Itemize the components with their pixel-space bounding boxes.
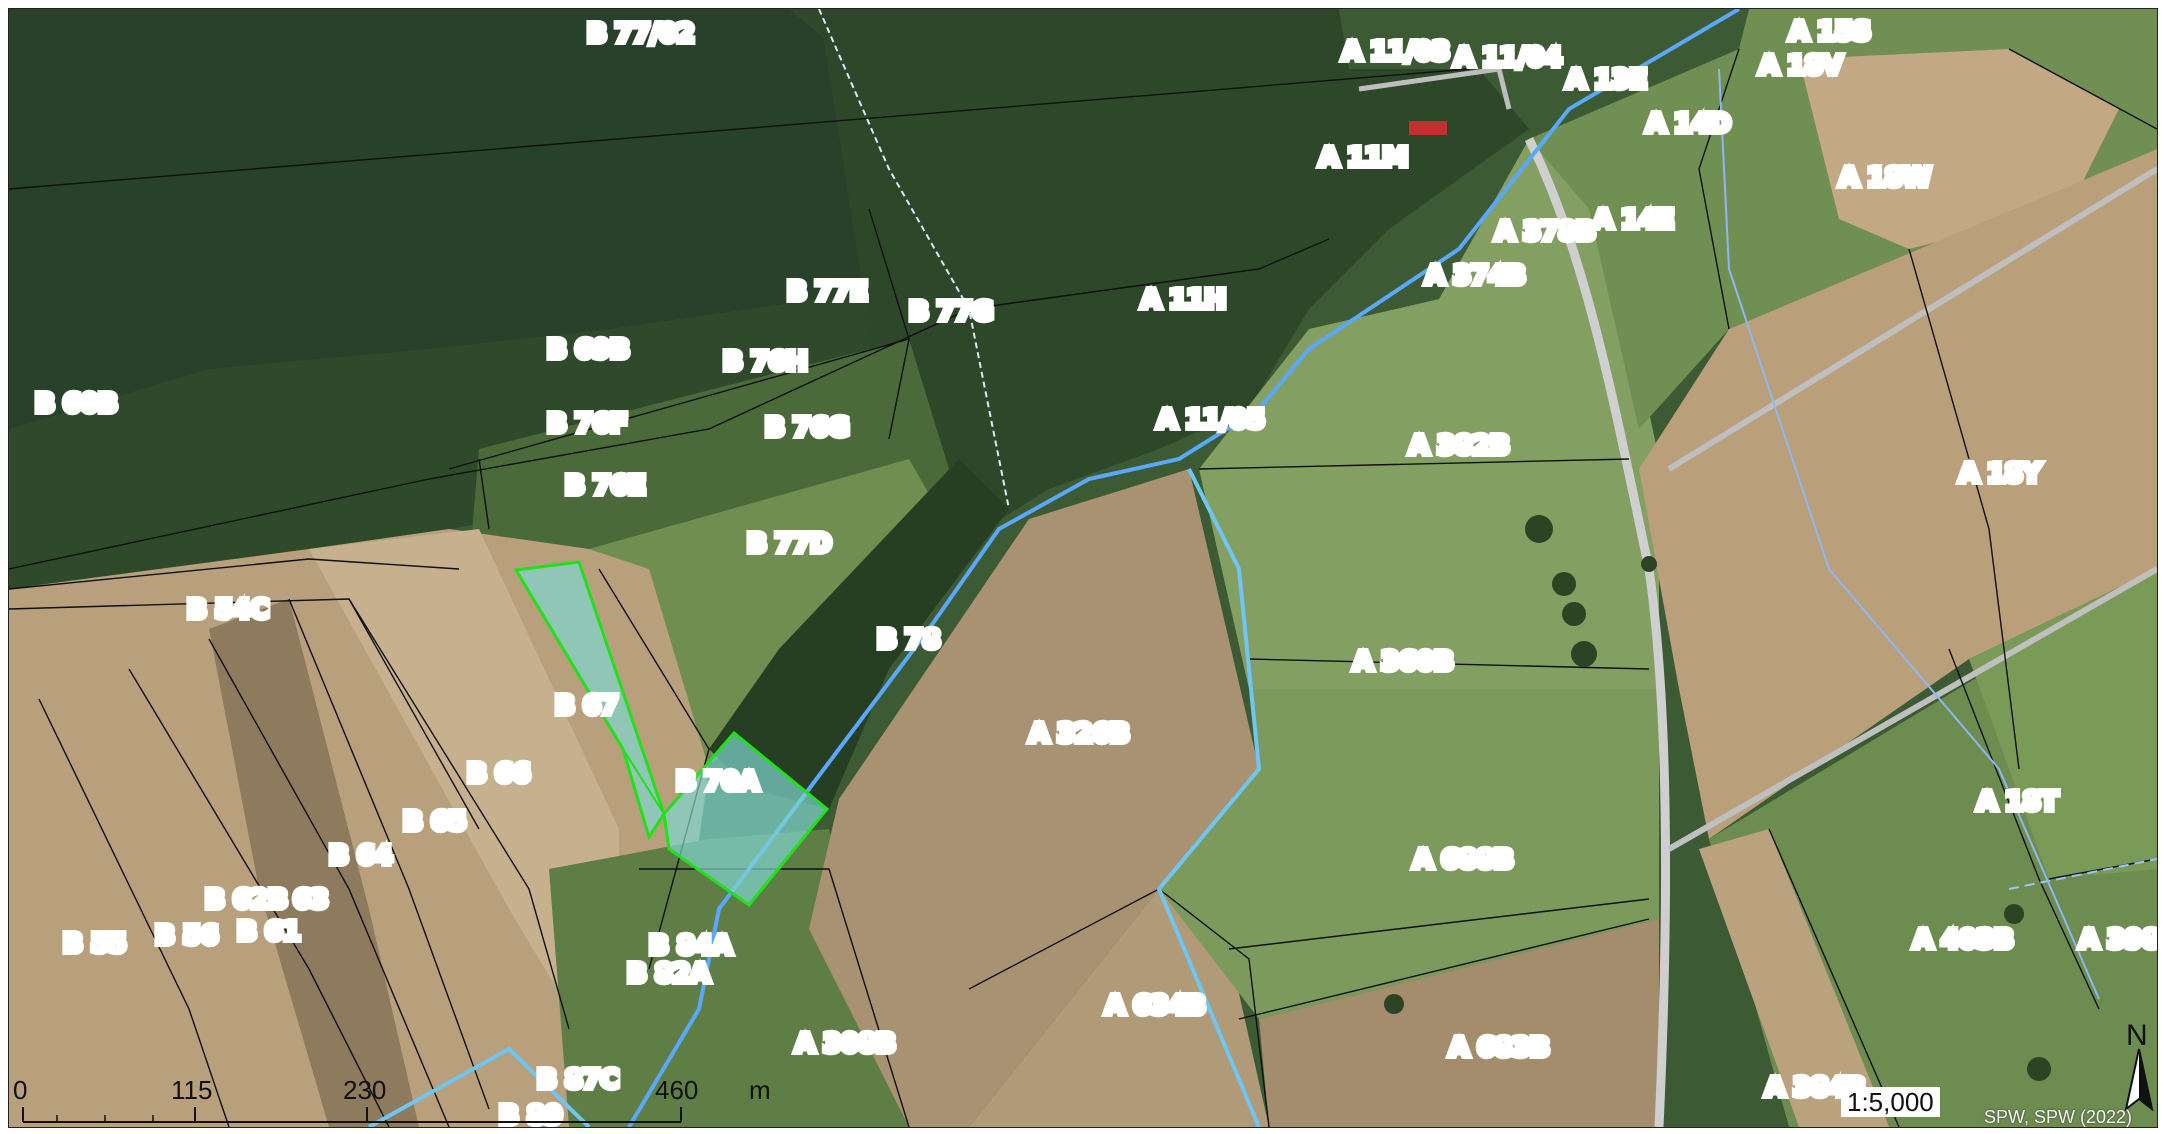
field-a326b (809, 469, 1259, 1127)
field-a18y (1639, 149, 2157, 839)
parcel-label[interactable]: B 87C (534, 1062, 622, 1098)
parcel-boundaries (9, 48, 2157, 1127)
north-label: N (2126, 1019, 2148, 1052)
scale-tick-label: 230 (343, 1075, 386, 1105)
road-farm (1358, 66, 1512, 110)
parcel-label[interactable]: A 11/03 (1339, 34, 1453, 70)
parcel-label[interactable]: B 76G (762, 410, 852, 446)
parcel-label[interactable]: B 77G (906, 294, 996, 330)
parcel-label[interactable]: A 326B (1026, 716, 1133, 752)
parcel-label[interactable]: A 308B (792, 1026, 899, 1062)
selected-parcel-b67[interactable] (513, 560, 666, 841)
field-strip-light (309, 529, 619, 1009)
parcel-label[interactable]: B 66 (464, 756, 534, 792)
parcel-label[interactable]: A 18T (1974, 784, 2062, 820)
parcel-label[interactable]: B 82A (624, 956, 714, 992)
aerial-map[interactable]: B 77/02 A 11/03 A 11/04 A 13E A 15S A 18… (9, 9, 2157, 1127)
north-arrow-icon (2124, 1048, 2154, 1112)
scale-unit: m (749, 1075, 771, 1105)
meadow-a688b (1159, 689, 1659, 1019)
parcel-label[interactable]: A 398B (2076, 922, 2157, 958)
stream-branch (1156, 468, 1262, 1127)
parcel-label[interactable]: B 76E (562, 468, 649, 504)
parcel-label[interactable]: B 55 (60, 926, 130, 962)
scale-tick-label: 0 (13, 1075, 27, 1105)
parcel-label[interactable]: A 18V (1756, 48, 1846, 84)
parcel-label[interactable]: B 84A (646, 928, 736, 964)
parcel-label[interactable]: B 77E (784, 274, 871, 310)
scale-bar: 0 115 230 460 m (13, 1075, 771, 1123)
parcel-label[interactable]: B 77/02 (584, 16, 698, 52)
parcel-label[interactable]: B 69B (544, 332, 633, 368)
farm-building (1409, 121, 1447, 135)
parcel-label[interactable]: A 11/04 (1451, 40, 1565, 76)
road-ne (1667, 166, 2157, 472)
parcel-label[interactable]: A 374B (1422, 258, 1529, 294)
commune-limit-se (2008, 858, 2157, 890)
parcel-label[interactable]: A 634B (1102, 988, 1209, 1024)
field-strip-se (1699, 829, 1889, 1127)
parcel-label[interactable]: B 61 (234, 914, 304, 950)
parcel-label[interactable]: B 78 (874, 622, 944, 658)
parcel-label[interactable]: A 18Y (1956, 456, 2046, 492)
field-a683b (1259, 919, 1659, 1127)
forest-b78 (709, 459, 1009, 809)
parcel-label[interactable]: B 67 (552, 688, 622, 724)
parcel-label[interactable]: A 11/05 (1154, 402, 1268, 438)
parcel-label[interactable]: A 15S (1786, 14, 1874, 50)
road-se (1667, 566, 2157, 852)
parcel-label[interactable]: B 64 (326, 838, 396, 874)
parcel-label[interactable]: B 56 (152, 918, 222, 954)
parcel-label[interactable]: A 11M (1316, 140, 1411, 176)
forest-east (819, 9, 1529, 539)
parcel-label[interactable]: A 11H (1138, 282, 1229, 318)
meadow-a382b (1199, 129, 1659, 689)
parcel-label[interactable]: A 14D (1643, 106, 1734, 142)
scale-tick-label: 115 (171, 1075, 212, 1105)
field-a634b (969, 889, 1269, 1127)
parcel-label[interactable]: B 76F (544, 406, 631, 442)
parcel-label[interactable]: B 76H (720, 344, 811, 380)
parcel-label[interactable]: A 360B (1350, 644, 1457, 680)
parcel-label[interactable]: A 18W (1836, 160, 1934, 196)
parcel-label[interactable]: B 77D (744, 526, 835, 562)
selected-parcel-b70a[interactable] (662, 730, 830, 908)
parcel-label[interactable]: B 54C (184, 592, 272, 628)
commune-limit (818, 9, 1010, 510)
parcel-label[interactable]: B 60B (32, 386, 121, 422)
selected-parcel-edge (622, 748, 665, 815)
parcel-label[interactable]: A 403B (1910, 922, 2017, 958)
meadow-b77d (589, 459, 949, 769)
parcel-label[interactable]: A 14E (1590, 202, 1677, 238)
scale-tick-label: 460 (655, 1075, 698, 1105)
parcel-label[interactable]: B 70A (673, 764, 763, 800)
forest-dense (9, 9, 909, 429)
parcel-label[interactable]: A 378B (1492, 214, 1599, 250)
stream-east (1718, 68, 2100, 1000)
parcel-label[interactable]: A 688B (1410, 842, 1517, 878)
stream-sw (368, 1046, 591, 1127)
parcel-label[interactable]: A 382B (1406, 428, 1513, 464)
parcel-label[interactable]: 63 (290, 882, 332, 918)
imagery-credit: SPW, SPW (2022) (1984, 1107, 2133, 1127)
parcel-label[interactable]: B 65 (400, 804, 470, 840)
parcel-label[interactable]: A 683B (1446, 1030, 1553, 1066)
field-strip-dark (209, 599, 419, 1127)
parcel-label[interactable]: A 13E (1563, 62, 1650, 98)
parcel-labels: B 77/02 A 11/03 A 11/04 A 13E A 15S A 18… (32, 14, 2157, 1127)
scale-ratio: 1:5,000 (1841, 1087, 1940, 1117)
parcel-label[interactable]: B 62B (202, 882, 291, 918)
tree-group (1384, 515, 2051, 1081)
map-viewport[interactable]: B 77/02 A 11/03 A 11/04 A 13E A 15S A 18… (8, 8, 2158, 1128)
